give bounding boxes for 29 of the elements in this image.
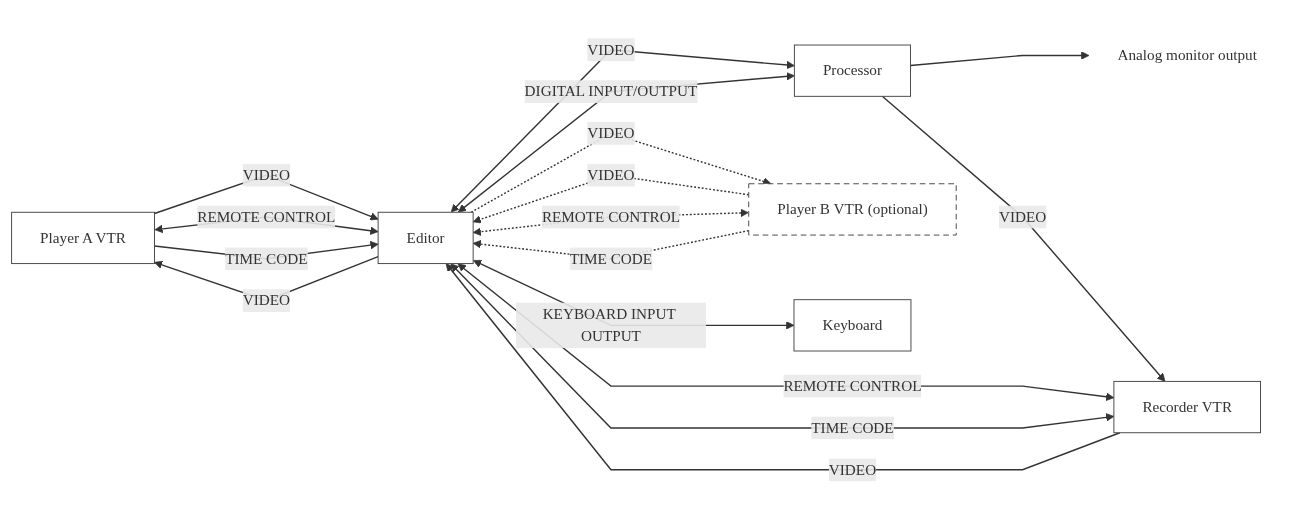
edge-label: TIME CODE [811,419,894,436]
edge-label: REMOTE CONTROL [783,377,922,394]
node-box: Keyboard [793,299,912,352]
node-box: Editor [377,211,474,265]
node-box: Player B VTR (optional) [748,183,957,236]
edge-label: REMOTE CONTROL [541,208,680,225]
node-box: Player A VTR [11,211,155,265]
edge-label: VIDEO [242,166,290,183]
edge-label: TIME CODE [225,250,308,267]
edge-label: VIDEO [242,292,290,309]
arrow [445,263,1121,471]
edge-label: VIDEO [828,461,877,478]
edge-label: VIDEO [587,124,635,141]
arrow [450,263,1115,429]
edge-label: TIME CODE [569,250,653,267]
arrow [450,49,795,213]
arrow [458,72,795,213]
arrow [909,51,1090,67]
edge-label: VIDEO [587,166,635,183]
arrow [457,263,1115,401]
node-box: Processor [793,44,911,97]
node-text: Analog monitor output [1117,46,1257,64]
arrow [881,95,1166,382]
edge-label: VIDEO [998,208,1047,225]
edge-label: REMOTE CONTROL [197,208,336,225]
node-box: Recorder VTR [1113,380,1261,434]
edge-label: VIDEO [587,41,635,58]
edge-label: KEYBOARD INPUT OUTPUT [542,305,676,345]
edge-label: DIGITAL INPUT/OUTPUT [524,83,698,100]
